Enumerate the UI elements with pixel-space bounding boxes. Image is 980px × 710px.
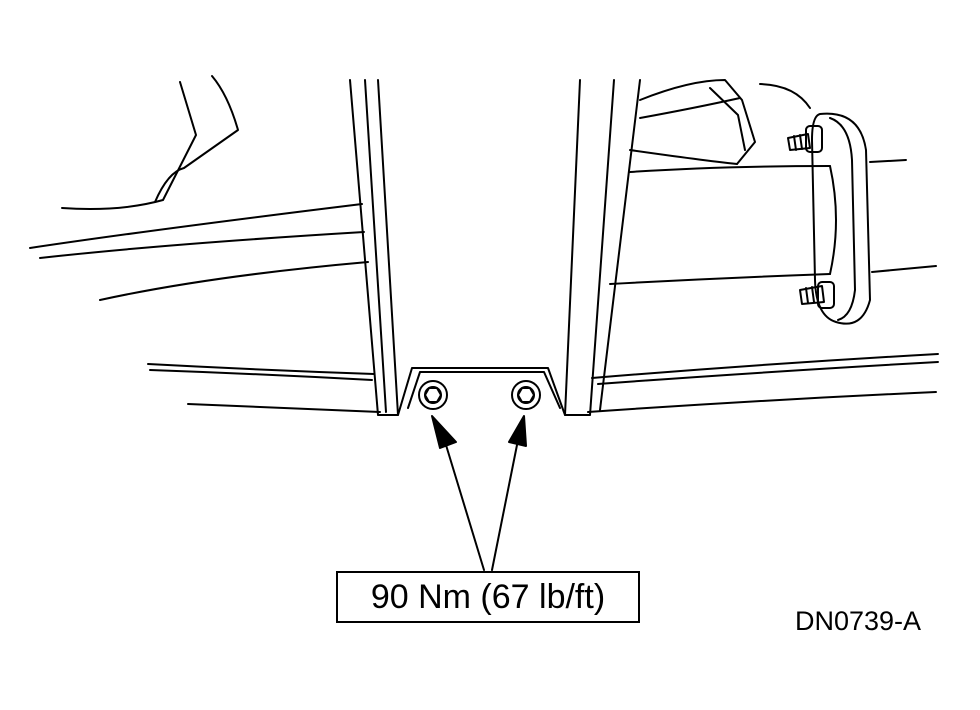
torque-callout: 90 Nm (67 lb/ft) <box>336 571 640 623</box>
upper-stud <box>787 125 823 153</box>
crossmember <box>609 159 937 285</box>
right-bracket <box>564 79 641 416</box>
right-body-panel <box>629 79 811 165</box>
figure-id: DN0739-A <box>795 606 922 636</box>
leader-arrow-right <box>491 415 527 571</box>
leader-arrow-left <box>431 415 485 571</box>
bolt-right <box>511 380 541 410</box>
left-body-panel <box>29 75 369 301</box>
mounting-plate <box>811 112 871 325</box>
lower-stud <box>799 281 835 309</box>
frame-rail <box>147 353 939 413</box>
bracket-plate <box>397 367 566 416</box>
torque-label: 90 Nm (67 lb/ft) <box>370 577 606 616</box>
bolt-left <box>418 380 448 410</box>
left-bracket <box>349 79 399 416</box>
